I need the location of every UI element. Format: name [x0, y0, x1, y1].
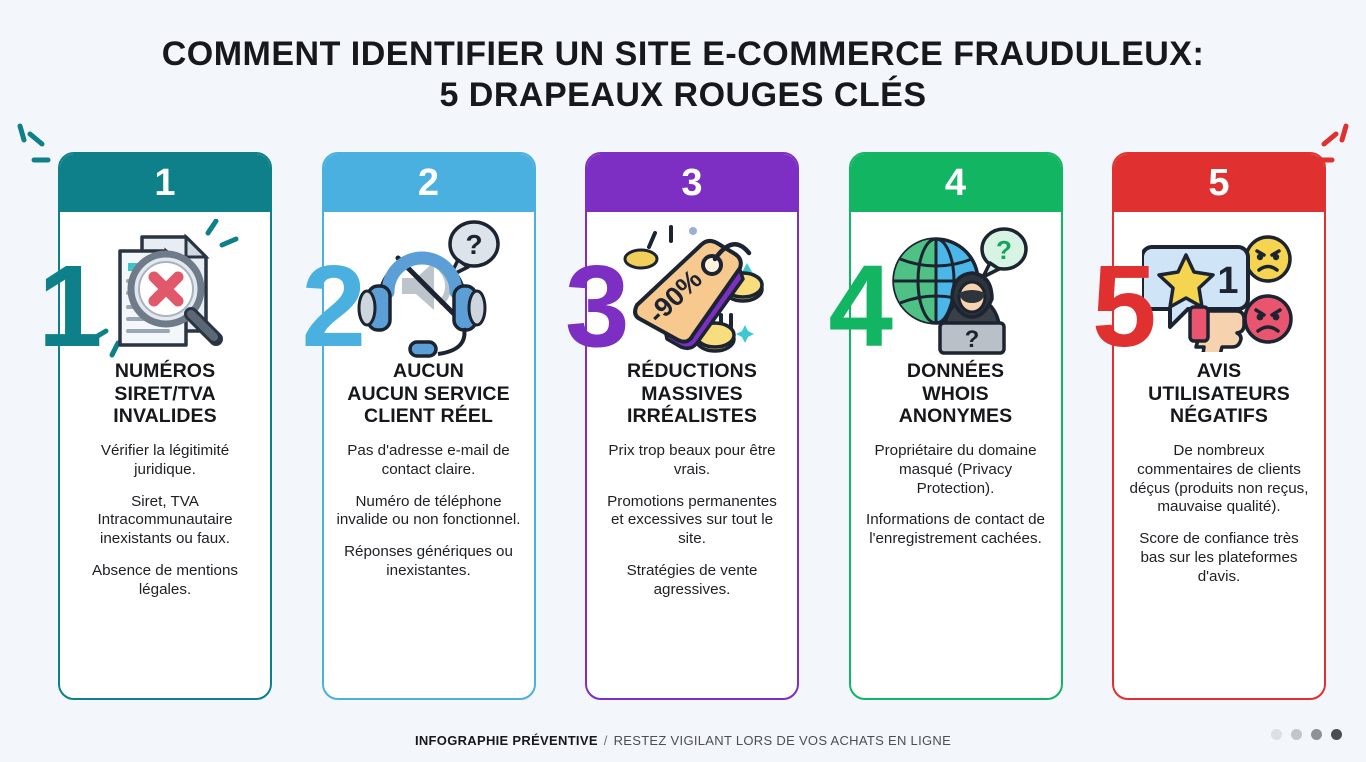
card-paragraph: Informations de contact de l'enregistrem… [866, 511, 1045, 548]
footer-separator: / [603, 733, 608, 748]
pagination-dot-1[interactable] [1271, 729, 1282, 740]
headset-muted-question-icon: ? [354, 220, 504, 358]
card-title-line: CLIENT RÉEL [364, 405, 493, 428]
document-magnifier-x-icon [90, 219, 240, 358]
sparkle-decoration-left-icon [4, 118, 64, 178]
footer-caption: INFOGRAPHIE PRÉVENTIVE / RESTEZ VIGILANT… [0, 733, 1366, 748]
card-paragraph: Réponses génériques ou inexistantes. [344, 543, 513, 580]
card-title-line: NUMÉROS [114, 360, 216, 382]
card-paragraph: Promotions permanentes et excessives sur… [607, 492, 777, 548]
card-title-line: RÉDUCTIONS [627, 360, 757, 382]
svg-text:?: ? [996, 235, 1012, 265]
card-header-number: 3 [681, 162, 703, 204]
card-paragraph: Propriétaire du domaine masqué (Privacy … [874, 441, 1037, 497]
card-header-band: 5 [1114, 154, 1324, 212]
svg-text:?: ? [465, 229, 482, 260]
card-paragraph: Vérifier la légitimité juridique. [100, 441, 230, 478]
card-title-line: SIRET/TVA [114, 382, 216, 405]
card-header-band: 3 [587, 154, 797, 212]
card-title-line: AVIS [1196, 360, 1242, 382]
pagination-dots[interactable] [1271, 729, 1342, 740]
card-title-line: DONNÉES [906, 360, 1005, 382]
card-paragraph: De nombreux commentaires de clients déçu… [1129, 441, 1309, 516]
card-paragraph-list: Propriétaire du domaine masqué (Privacy … [863, 442, 1049, 549]
card-header-number: 2 [417, 162, 440, 204]
card-title-line: WHOIS [922, 382, 989, 405]
card-header-number: 1 [154, 162, 176, 204]
card-paragraph-list: De nombreux commentaires de clients déçu… [1126, 442, 1312, 587]
card-title-line: INVALIDES [113, 405, 217, 428]
card-paragraph: Numéro de téléphone invalide ou non fonc… [336, 492, 521, 529]
card-header-number: 5 [1208, 162, 1230, 204]
card-header-band: 1 [60, 154, 270, 212]
one-star-review-thumbsdown-icon: 1 [1141, 220, 1297, 358]
card-paragraph-list: Vérifier la légitimité juridique. Siret, … [72, 442, 258, 600]
card-paragraph: Siret, TVA Intracommunautaire inexistant… [97, 492, 233, 548]
svg-text:1: 1 [1217, 260, 1238, 302]
card-title-line: MASSIVES [641, 382, 743, 405]
card-paragraph: Score de confiance très bas sur les plat… [1139, 530, 1299, 585]
page-title: COMMENT IDENTIFIER UN SITE E-COMMERCE FR… [0, 0, 1366, 117]
card-paragraph-list: Pas d'adresse e-mail de contact claire. N… [336, 442, 522, 581]
pagination-dot-4[interactable] [1331, 729, 1342, 740]
card-header-number: 4 [944, 162, 967, 204]
card-paragraph-list: Prix trop beaux pour être vrais. Promotio… [599, 442, 785, 600]
card-paragraph: Prix trop beaux pour être vrais. [608, 441, 776, 478]
card-paragraph: Stratégies de vente agressives. [626, 562, 758, 598]
card-title-line: NÉGATIFS [1170, 405, 1268, 428]
svg-text:?: ? [965, 326, 980, 353]
footer-strong-text: INFOGRAPHIE PRÉVENTIVE [414, 733, 598, 748]
price-tag-discount-coins-icon: -90% [615, 220, 770, 358]
card-title-line: AUCUN SERVICE [347, 382, 510, 405]
page-title-line-2: 5 DRAPEAUX ROUGES CLÉS [439, 76, 927, 115]
card-title-line: IRRÉALISTES [626, 405, 758, 428]
card-paragraph: Absence de mentions légales. [91, 562, 239, 598]
page-title-line-1: COMMENT IDENTIFIER UN SITE E-COMMERCE FR… [161, 35, 1205, 73]
pagination-dot-3[interactable] [1311, 729, 1322, 740]
card-title-line: UTILISATEURS [1148, 382, 1290, 405]
card-header-band: 4 [850, 154, 1061, 212]
globe-anonymous-hacker-icon: ?? [878, 220, 1033, 358]
card-title-line: AUCUN [393, 360, 464, 382]
card-paragraph: Pas d'adresse e-mail de contact claire. [347, 441, 510, 478]
footer-light-text: RESTEZ VIGILANT LORS DE VOS ACHATS EN LI… [613, 733, 952, 748]
card-header-band: 2 [323, 154, 534, 212]
card-title-line: ANONYMES [898, 405, 1013, 428]
pagination-dot-2[interactable] [1291, 729, 1302, 740]
